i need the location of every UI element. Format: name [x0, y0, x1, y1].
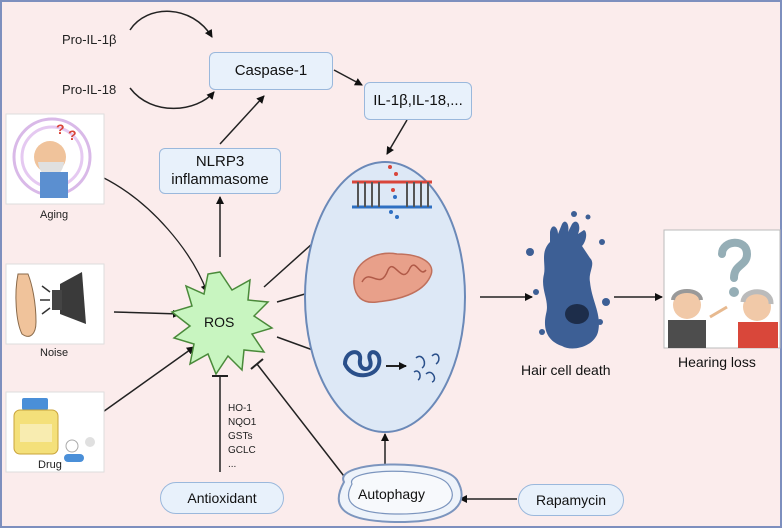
- noise-label: Noise: [40, 347, 69, 359]
- caspase-to-cytokines-arrow: [333, 69, 363, 86]
- drug-illustration: [5, 391, 105, 473]
- autophagy-label: Autophagy: [358, 486, 425, 502]
- nlrp3-to-caspase-arrow: [219, 95, 265, 145]
- il1b-curve-arrow: [129, 10, 213, 38]
- nlrp3-line-2: inflammasome: [171, 171, 269, 188]
- aging-label: Aging: [40, 209, 69, 221]
- antioxidant-enzyme-list: HO-1 NQO1 GSTs GCLC ...: [228, 402, 256, 472]
- cytokines-to-cell-arrow: [386, 119, 408, 155]
- svg-text:?: ?: [68, 127, 77, 143]
- enzyme-ellipsis: ...: [228, 459, 237, 470]
- rapamycin-pill: Rapamycin: [518, 484, 624, 516]
- autophagy-inhibit-bar: [250, 358, 264, 370]
- noise-illustration: [5, 263, 105, 345]
- dna-damage-icon: [352, 165, 432, 219]
- drug-label: Drug: [38, 459, 62, 471]
- nlrp3-line-1: NLRP3: [195, 153, 245, 170]
- hair-cell-death-label: Hair cell death: [521, 362, 611, 378]
- autophagosome-shape: [337, 463, 463, 524]
- antioxidant-pill: Antioxidant: [160, 482, 284, 514]
- ros-label: ROS: [204, 314, 235, 330]
- svg-text:?: ?: [56, 121, 65, 137]
- dying-hair-cell-icon: [526, 211, 610, 349]
- enzyme-gclc: GCLC: [228, 445, 256, 456]
- protein-aggregate-icon: [342, 350, 440, 383]
- enzyme-nqo1: NQO1: [228, 417, 257, 428]
- aging-to-ros-arrow: [101, 176, 209, 293]
- ros-star-shape: [170, 271, 274, 376]
- aging-illustration: ? ?: [5, 113, 105, 205]
- pro-il18-label: Pro-IL-18: [62, 82, 117, 97]
- mitochondria-icon: [353, 252, 433, 304]
- nlrp3-inflammasome-box: NLRP3 inflammasome: [159, 148, 281, 194]
- pro-il1b-label: Pro-IL-1β: [62, 32, 117, 47]
- cytokines-box: IL-1β,IL-18,...: [364, 82, 472, 120]
- hearing-loss-label: Hearing loss: [678, 354, 756, 370]
- noise-to-ros-arrow: [113, 309, 181, 318]
- enzyme-gsts: GSTs: [228, 431, 253, 442]
- enzyme-ho1: HO-1: [228, 403, 252, 414]
- autophagy-inhibit-line: [256, 363, 348, 481]
- caspase-1-box: Caspase-1: [209, 52, 333, 90]
- hearing-loss-illustration: [663, 229, 781, 349]
- il18-curve-arrow: [129, 87, 215, 110]
